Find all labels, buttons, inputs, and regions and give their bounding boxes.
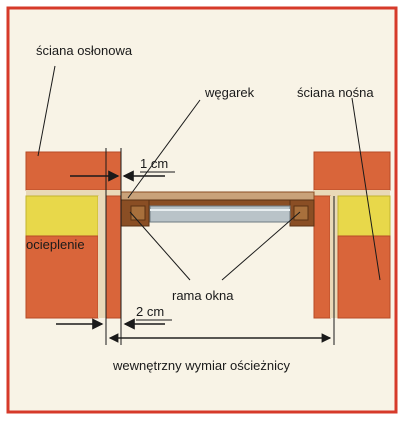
leader-rebate bbox=[127, 99, 201, 199]
load-bearing-brick-left bbox=[25, 235, 99, 319]
label-insulation: ocieplenie bbox=[26, 237, 85, 252]
sash-right bbox=[293, 205, 309, 221]
sash-left bbox=[130, 205, 146, 221]
mortar-joint bbox=[26, 190, 121, 196]
label-inner-dimension: wewnętrzny wymiar ościeżnicy bbox=[112, 358, 290, 373]
label-curtain-wall: ściana osłonowa bbox=[36, 43, 133, 58]
leader-load-bearing-wall bbox=[351, 97, 381, 281]
label-window-frame: rama okna bbox=[172, 288, 234, 303]
load-bearing-brick-right bbox=[337, 235, 391, 319]
label-load-bearing-wall: ściana nośna bbox=[297, 85, 374, 100]
leader-window-frame-right bbox=[221, 211, 301, 281]
leader-curtain-wall bbox=[37, 65, 56, 157]
label-rebate: węgarek bbox=[204, 85, 255, 100]
wall-gap-left bbox=[98, 196, 106, 318]
curtain-wall-brick-top-right bbox=[313, 151, 391, 191]
rebate-brick bbox=[105, 195, 122, 319]
leader-window-frame-left bbox=[129, 211, 191, 281]
label-one-cm: 1 cm bbox=[140, 156, 168, 171]
window-head bbox=[120, 191, 315, 201]
window-glass bbox=[149, 205, 291, 223]
insulation-block-left bbox=[25, 195, 99, 237]
label-two-cm: 2 cm bbox=[136, 304, 164, 319]
load-bearing-brick-inner-right bbox=[313, 195, 331, 319]
insulation-block-right bbox=[337, 195, 391, 237]
curtain-wall-brick-top bbox=[25, 151, 122, 191]
mortar-joint-right bbox=[314, 190, 390, 196]
